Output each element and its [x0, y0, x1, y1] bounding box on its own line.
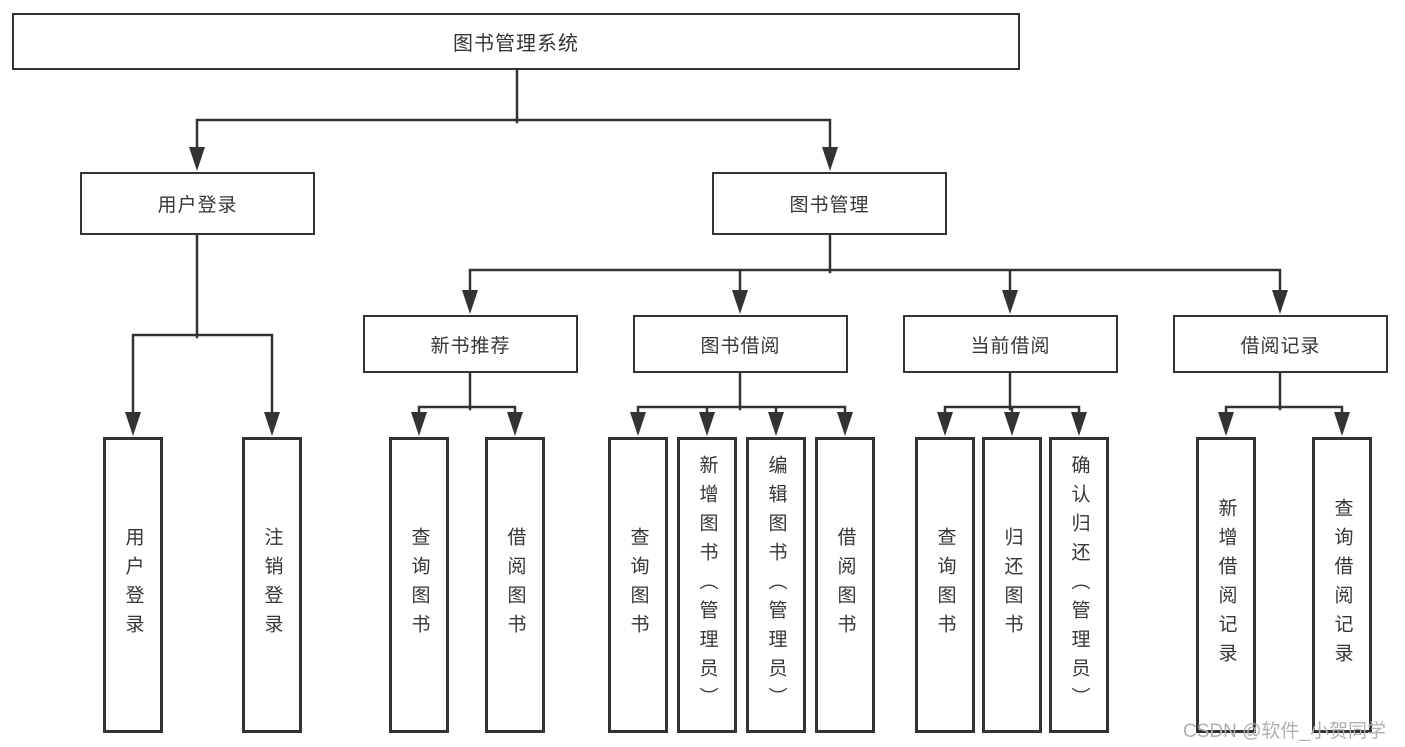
arrowhead	[1334, 412, 1350, 436]
node-book-borrowing-label: 图书借阅	[700, 335, 781, 357]
leaf-return-books-label: 归还图书	[1001, 527, 1023, 643]
node-borrowing-records: 借阅记录	[1173, 315, 1388, 373]
leaf-borrow-books-2-label: 借阅图书	[834, 527, 856, 643]
node-new-book-recommendation: 新书推荐	[363, 315, 578, 373]
leaf-add-borrow-record-label: 新增借阅记录	[1215, 498, 1237, 672]
node-library-management-system: 图书管理系统	[12, 13, 1020, 70]
node-current-borrowing-label: 当前借阅	[970, 335, 1051, 357]
arrowhead	[768, 412, 784, 436]
arrowhead	[1218, 412, 1234, 436]
leaf-logout: 注销登录	[242, 437, 302, 733]
arrowhead	[1272, 290, 1288, 314]
leaf-query-books-1-label: 查询图书	[408, 527, 430, 643]
node-book-borrowing: 图书借阅	[633, 315, 848, 373]
leaf-query-books-2: 查询图书	[608, 437, 668, 733]
leaf-query-books-1: 查询图书	[389, 437, 449, 733]
leaf-user-login-label: 用户登录	[122, 527, 144, 643]
arrowhead	[411, 412, 427, 436]
leaf-add-books-admin-label: 新增图书（管理员）	[696, 454, 718, 716]
arrowhead	[507, 412, 523, 436]
leaf-logout-label: 注销登录	[261, 527, 283, 643]
leaf-add-books-admin: 新增图书（管理员）	[677, 437, 737, 733]
arrowhead	[264, 412, 280, 436]
arrowhead	[1002, 290, 1018, 314]
leaf-add-borrow-record: 新增借阅记录	[1196, 437, 1256, 733]
leaf-confirm-return-admin: 确认归还（管理员）	[1049, 437, 1109, 733]
leaf-query-borrow-record: 查询借阅记录	[1312, 437, 1372, 733]
watermark: CSDN @软件_小贺同学	[1183, 721, 1386, 742]
leaf-borrow-books-1: 借阅图书	[485, 437, 545, 733]
arrowhead	[837, 412, 853, 436]
arrowhead	[732, 290, 748, 314]
arrowhead	[462, 290, 478, 314]
leaf-confirm-return-admin-label: 确认归还（管理员）	[1068, 454, 1090, 716]
node-book-management: 图书管理	[712, 172, 947, 235]
node-current-borrowing: 当前借阅	[903, 315, 1118, 373]
leaf-user-login: 用户登录	[103, 437, 163, 733]
leaf-query-books-3-label: 查询图书	[934, 527, 956, 643]
arrowhead	[822, 147, 838, 171]
leaf-query-books-2-label: 查询图书	[627, 527, 649, 643]
leaf-edit-books-admin-label: 编辑图书（管理员）	[765, 454, 787, 716]
leaf-return-books: 归还图书	[982, 437, 1042, 733]
arrowhead	[1071, 412, 1087, 436]
arrowhead	[189, 147, 205, 171]
node-library-management-system-label: 图书管理系统	[453, 33, 579, 55]
node-user-login-label: 用户登录	[157, 195, 238, 216]
leaf-edit-books-admin: 编辑图书（管理员）	[746, 437, 806, 733]
arrowhead	[937, 412, 953, 436]
node-user-login: 用户登录	[80, 172, 315, 235]
leaf-query-books-3: 查询图书	[915, 437, 975, 733]
arrowhead	[630, 412, 646, 436]
arrowhead	[125, 412, 141, 436]
node-borrowing-records-label: 借阅记录	[1240, 335, 1321, 357]
leaf-query-borrow-record-label: 查询借阅记录	[1331, 498, 1353, 672]
node-new-book-recommendation-label: 新书推荐	[430, 335, 511, 357]
arrowhead	[1004, 412, 1020, 436]
leaf-borrow-books-1-label: 借阅图书	[504, 527, 526, 643]
node-book-management-label: 图书管理	[789, 195, 870, 216]
leaf-borrow-books-2: 借阅图书	[815, 437, 875, 733]
arrowhead	[699, 412, 715, 436]
